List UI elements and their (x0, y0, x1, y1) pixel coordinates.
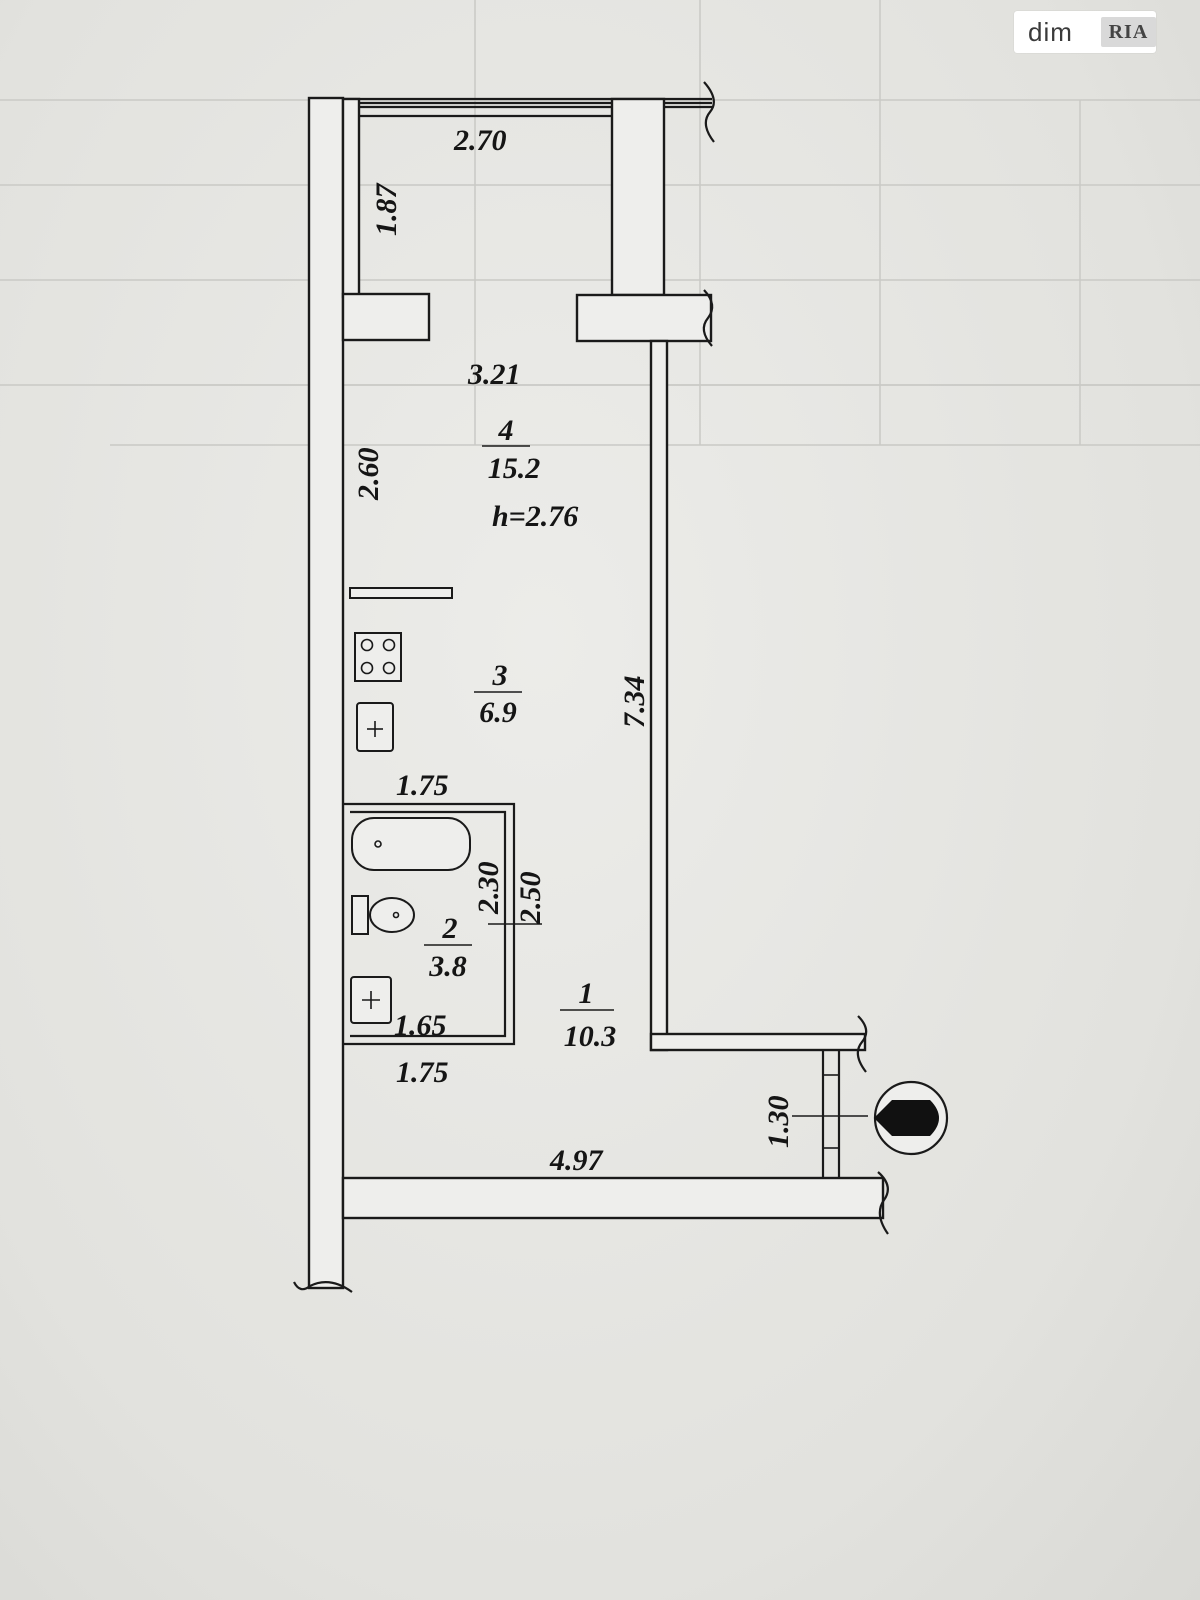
room-2-area: 3.8 (428, 950, 467, 983)
room-4-number: 4 (498, 414, 514, 447)
dim-bath-inner-width: 1.65 (394, 1009, 447, 1042)
room-4-label: 4 15.2 (482, 414, 540, 485)
compass-marker-icon (873, 1080, 949, 1156)
right-stub-break (702, 289, 714, 347)
right-return-break (856, 1015, 868, 1073)
left-wall-stub (341, 292, 431, 342)
right-wall-return (649, 1032, 867, 1052)
dim-bath-outer-height: 2.50 (514, 872, 547, 926)
bottom-wall-break (877, 1171, 889, 1235)
balcony-right-pillar (610, 97, 666, 297)
dim-bath-bottom: 1.75 (396, 1056, 449, 1089)
dim-ria-logo[interactable]: dim RIA (1014, 11, 1156, 53)
dim-bath-top: 1.75 (396, 769, 449, 802)
room-4-area: 15.2 (488, 452, 541, 485)
stove-icon (354, 632, 402, 682)
right-wall-stub (575, 293, 713, 343)
right-long-wall (649, 339, 669, 1052)
balcony-rail-break (703, 81, 715, 143)
room-3-area: 6.9 (479, 696, 517, 729)
room-3-number: 3 (492, 659, 508, 692)
room-1-area: 10.3 (564, 1020, 617, 1053)
dim-room-width: 3.21 (467, 358, 521, 391)
dim-balcony-width: 2.70 (453, 124, 507, 157)
dim-bath-inner-height: 2.30 (472, 862, 505, 916)
room-1-number: 1 (579, 977, 594, 1010)
left-outer-wall (307, 96, 345, 1290)
room-2-number: 2 (442, 912, 458, 945)
dim-right-wall: 7.34 (618, 676, 651, 729)
toilet-icon (351, 895, 415, 935)
bathtub-icon (351, 817, 471, 871)
dim-room-left-wall: 2.60 (352, 448, 385, 502)
left-wall-break (293, 1281, 353, 1293)
ceiling-height: h=2.76 (492, 500, 578, 533)
logo-brand-badge: RIA (1100, 17, 1156, 47)
background-table-lines (0, 0, 1200, 446)
room-1-label: 1 10.3 (560, 977, 616, 1053)
kitchen-partition (349, 587, 453, 599)
balcony-left-wall (341, 97, 361, 299)
dim-hall-width: 4.97 (549, 1144, 604, 1177)
room-2-label: 2 3.8 (424, 912, 472, 983)
bathroom-sink-icon (350, 976, 392, 1024)
dim-entrance-width: 1.30 (762, 1096, 795, 1149)
logo-brand-text: dim (1028, 16, 1073, 47)
room-3-label: 3 6.9 (474, 659, 522, 729)
kitchen-sink-icon (356, 702, 394, 752)
dim-balcony-depth: 1.87 (370, 183, 403, 237)
bottom-wall (341, 1176, 885, 1220)
entrance-door (821, 1050, 841, 1178)
